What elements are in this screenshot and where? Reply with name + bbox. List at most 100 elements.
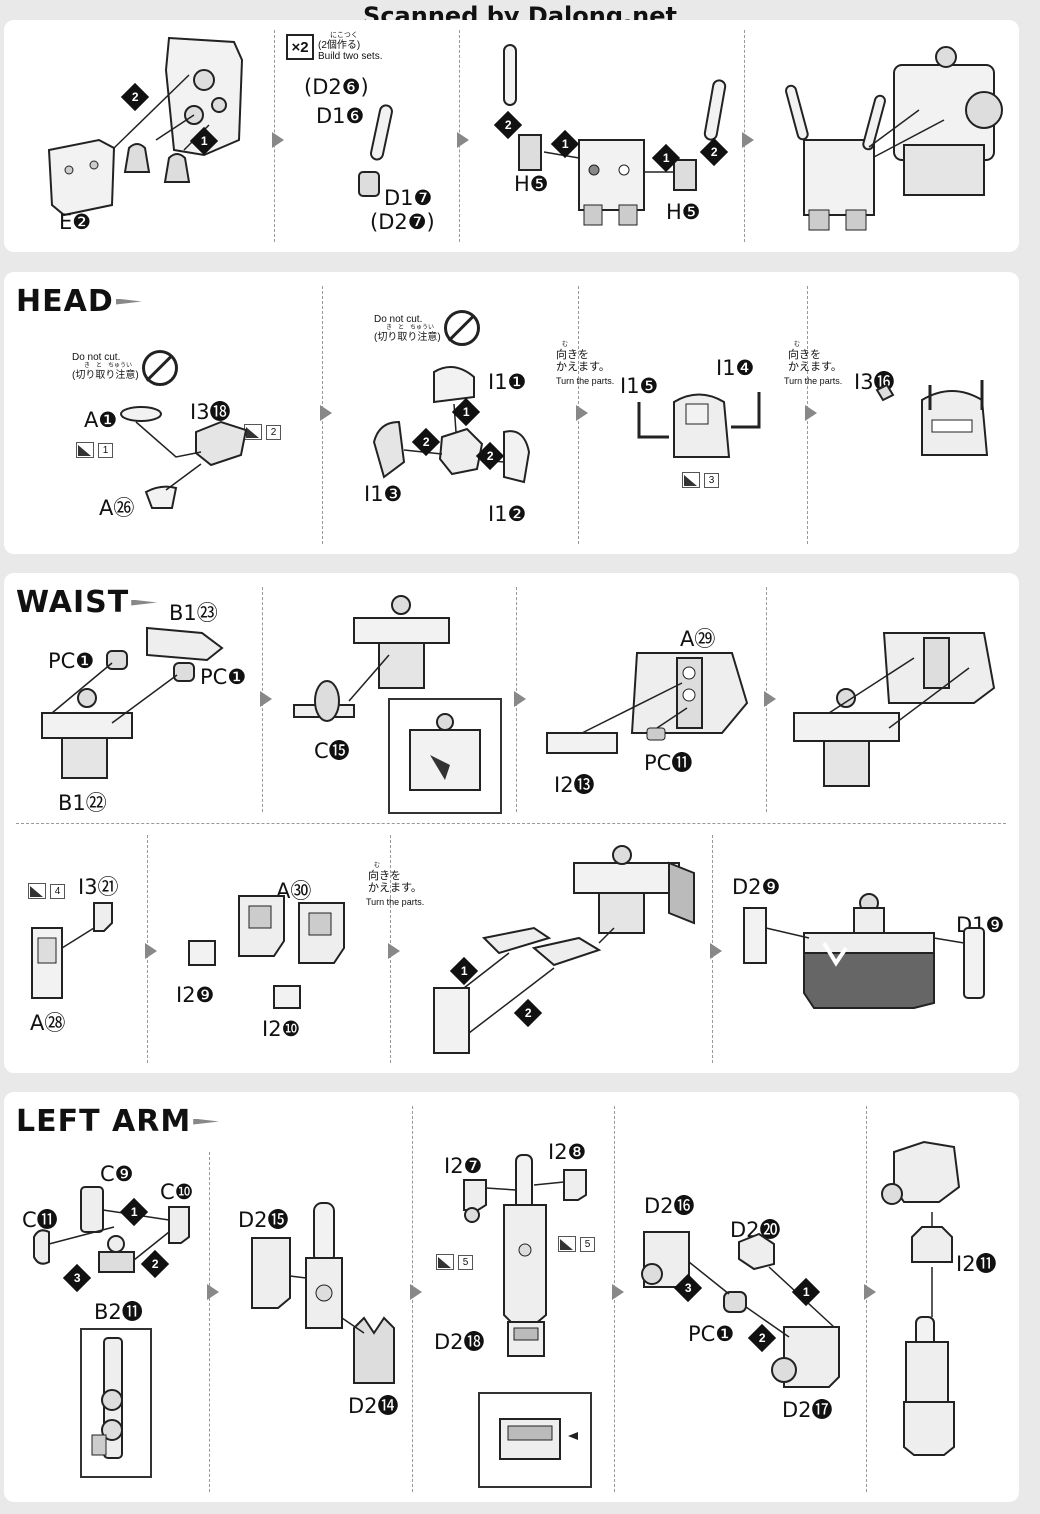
seal-tag-5: 5: [558, 1236, 595, 1252]
step-arrow: [864, 1284, 876, 1300]
part-label-i14: I1❹: [716, 356, 755, 380]
step-arrow: [576, 405, 588, 421]
section-title-left-arm: LEFT ARM: [16, 1104, 220, 1139]
part-label-pc1: PC❶: [200, 665, 247, 689]
part-label-i211: I2⓫: [956, 1252, 997, 1276]
part-label-c10: C❿: [160, 1180, 194, 1204]
seal-tag-4: 4: [28, 883, 65, 899]
turn-parts-note: 向きを: [368, 870, 401, 882]
elbow-joint-parts: [33, 1186, 190, 1273]
seal-tag-3: 3: [682, 472, 719, 488]
panel-head: HEAD Do not cut. き と ちゅうい (切り取り注意) A❶ 1 …: [4, 272, 1019, 554]
seal-icon: [76, 442, 94, 458]
part-label-h5: H❺: [514, 172, 549, 196]
part-label-i210: I2❿: [262, 1017, 301, 1041]
part-label-i318: I3⓲: [190, 400, 231, 424]
armor-plates-pair: [188, 895, 345, 1009]
part-label-d29: D2❾: [732, 875, 781, 899]
part-label-pc1: PC❶: [688, 1322, 735, 1346]
row-divider: [16, 823, 1006, 824]
part-label-d214: D2⓮: [348, 1394, 399, 1418]
part-label-d27: (D2❼): [370, 210, 435, 234]
waist-rear-armor: [743, 893, 985, 1009]
joint-detail-drawing: [409, 713, 481, 791]
step-arrow: [764, 691, 776, 707]
part-label-a28: A㉘: [30, 1011, 66, 1035]
part-label-i213: I2⓭: [554, 773, 595, 797]
step-arrow: [410, 1284, 422, 1300]
upper-arm-assembly: [251, 1202, 395, 1384]
seal-icon: [28, 883, 46, 899]
part-label-a29: A㉙: [680, 627, 716, 651]
part-label-i27: I2❼: [444, 1154, 483, 1178]
seal-tag-1: 1: [76, 442, 113, 458]
seal-icon: [558, 1236, 576, 1252]
head-shell-assembly: [372, 366, 531, 484]
waist-core-part: [41, 626, 224, 779]
step-arrow: [320, 405, 332, 421]
upper-arm-armor: [463, 1154, 587, 1326]
assembled-torso-leg: [785, 46, 1003, 231]
part-label-c11: C⓫: [22, 1208, 58, 1232]
part-label-b122: B1㉒: [58, 791, 107, 815]
part-label-d16: D1❻: [316, 104, 365, 128]
detail-inset: [478, 1392, 592, 1488]
torso-frame-part: [47, 36, 244, 217]
step-arrow: [207, 1284, 219, 1300]
step-arrow: [805, 405, 817, 421]
part-label-i321: I3㉑: [78, 875, 119, 899]
panel-waist: WAIST B1㉓ PC❶ PC❶ B1㉒ C⓯ A㉙: [4, 573, 1019, 1073]
no-cut-icon: [444, 310, 480, 346]
turn-parts-note: 向きを: [788, 349, 821, 361]
part-label-e2: E❷: [59, 210, 92, 234]
panel-left-arm: LEFT ARM C❾ C⓫ C❿ 1 2 3 B2⓫ D2⓯: [4, 1092, 1019, 1502]
step-arrow: [145, 943, 157, 959]
seal-tag-5: 5: [436, 1254, 473, 1270]
title-arrow-icon: [115, 298, 142, 305]
forearm-assembly: [641, 1231, 840, 1388]
x2-icon: ×2: [286, 34, 314, 60]
part-label-c15: C⓯: [314, 739, 350, 763]
part-label-d218: D2⓲: [434, 1330, 485, 1354]
seal-icon: [436, 1254, 454, 1270]
do-not-cut-note: Do not cut.: [374, 314, 423, 325]
step-arrow: [457, 132, 469, 148]
turn-parts-note: 向きを: [556, 349, 589, 361]
part-label-d216: D2⓰: [644, 1194, 695, 1218]
title-arrow-icon: [131, 599, 158, 606]
part-label-c9: C❾: [100, 1162, 134, 1186]
build-two-sets-badge: ×2 にこつく (2個作る) Build two sets.: [286, 32, 382, 62]
detail-inset: [388, 698, 502, 814]
section-title-waist: WAIST: [16, 585, 158, 620]
part-label-a1: A❶: [84, 408, 118, 432]
step-arrow: [710, 943, 722, 959]
waist-with-joint: [293, 595, 450, 722]
part-label-a26: A㉖: [99, 496, 135, 520]
step-divider: [209, 1152, 210, 1492]
do-not-cut-note: Do not cut.: [72, 352, 121, 363]
part-label-pc11: PC⓫: [644, 751, 693, 775]
antenna-rod-part: [358, 104, 393, 197]
detail-inset: [80, 1328, 152, 1478]
part-label-pc1: PC❶: [48, 649, 95, 673]
leg-block-assembly: [503, 44, 727, 226]
part-label-d26: (D2❻): [304, 75, 369, 99]
part-label-i11: I1❶: [488, 370, 527, 394]
head-core-part: [120, 406, 248, 509]
waist-side-armor-attach: [433, 845, 695, 1054]
seal-icon: [682, 472, 700, 488]
joint-block-detail-drawing: [499, 1418, 578, 1460]
part-label-h5: H❺: [666, 200, 701, 224]
arm-joint-block: [507, 1321, 545, 1357]
completed-head: [875, 380, 989, 456]
part-label-b123: B1㉓: [169, 601, 218, 625]
part-label-b211: B2⓫: [94, 1300, 143, 1324]
side-armor-part: [31, 902, 113, 999]
step-arrow: [612, 1284, 624, 1300]
part-label-i13: I1❸: [364, 482, 403, 506]
part-label-d215: D2⓯: [238, 1208, 289, 1232]
step-arrow: [742, 132, 754, 148]
part-label-i12: I1❷: [488, 502, 527, 526]
part-label-d17: D1❼: [384, 186, 433, 210]
no-cut-icon: [142, 350, 178, 386]
